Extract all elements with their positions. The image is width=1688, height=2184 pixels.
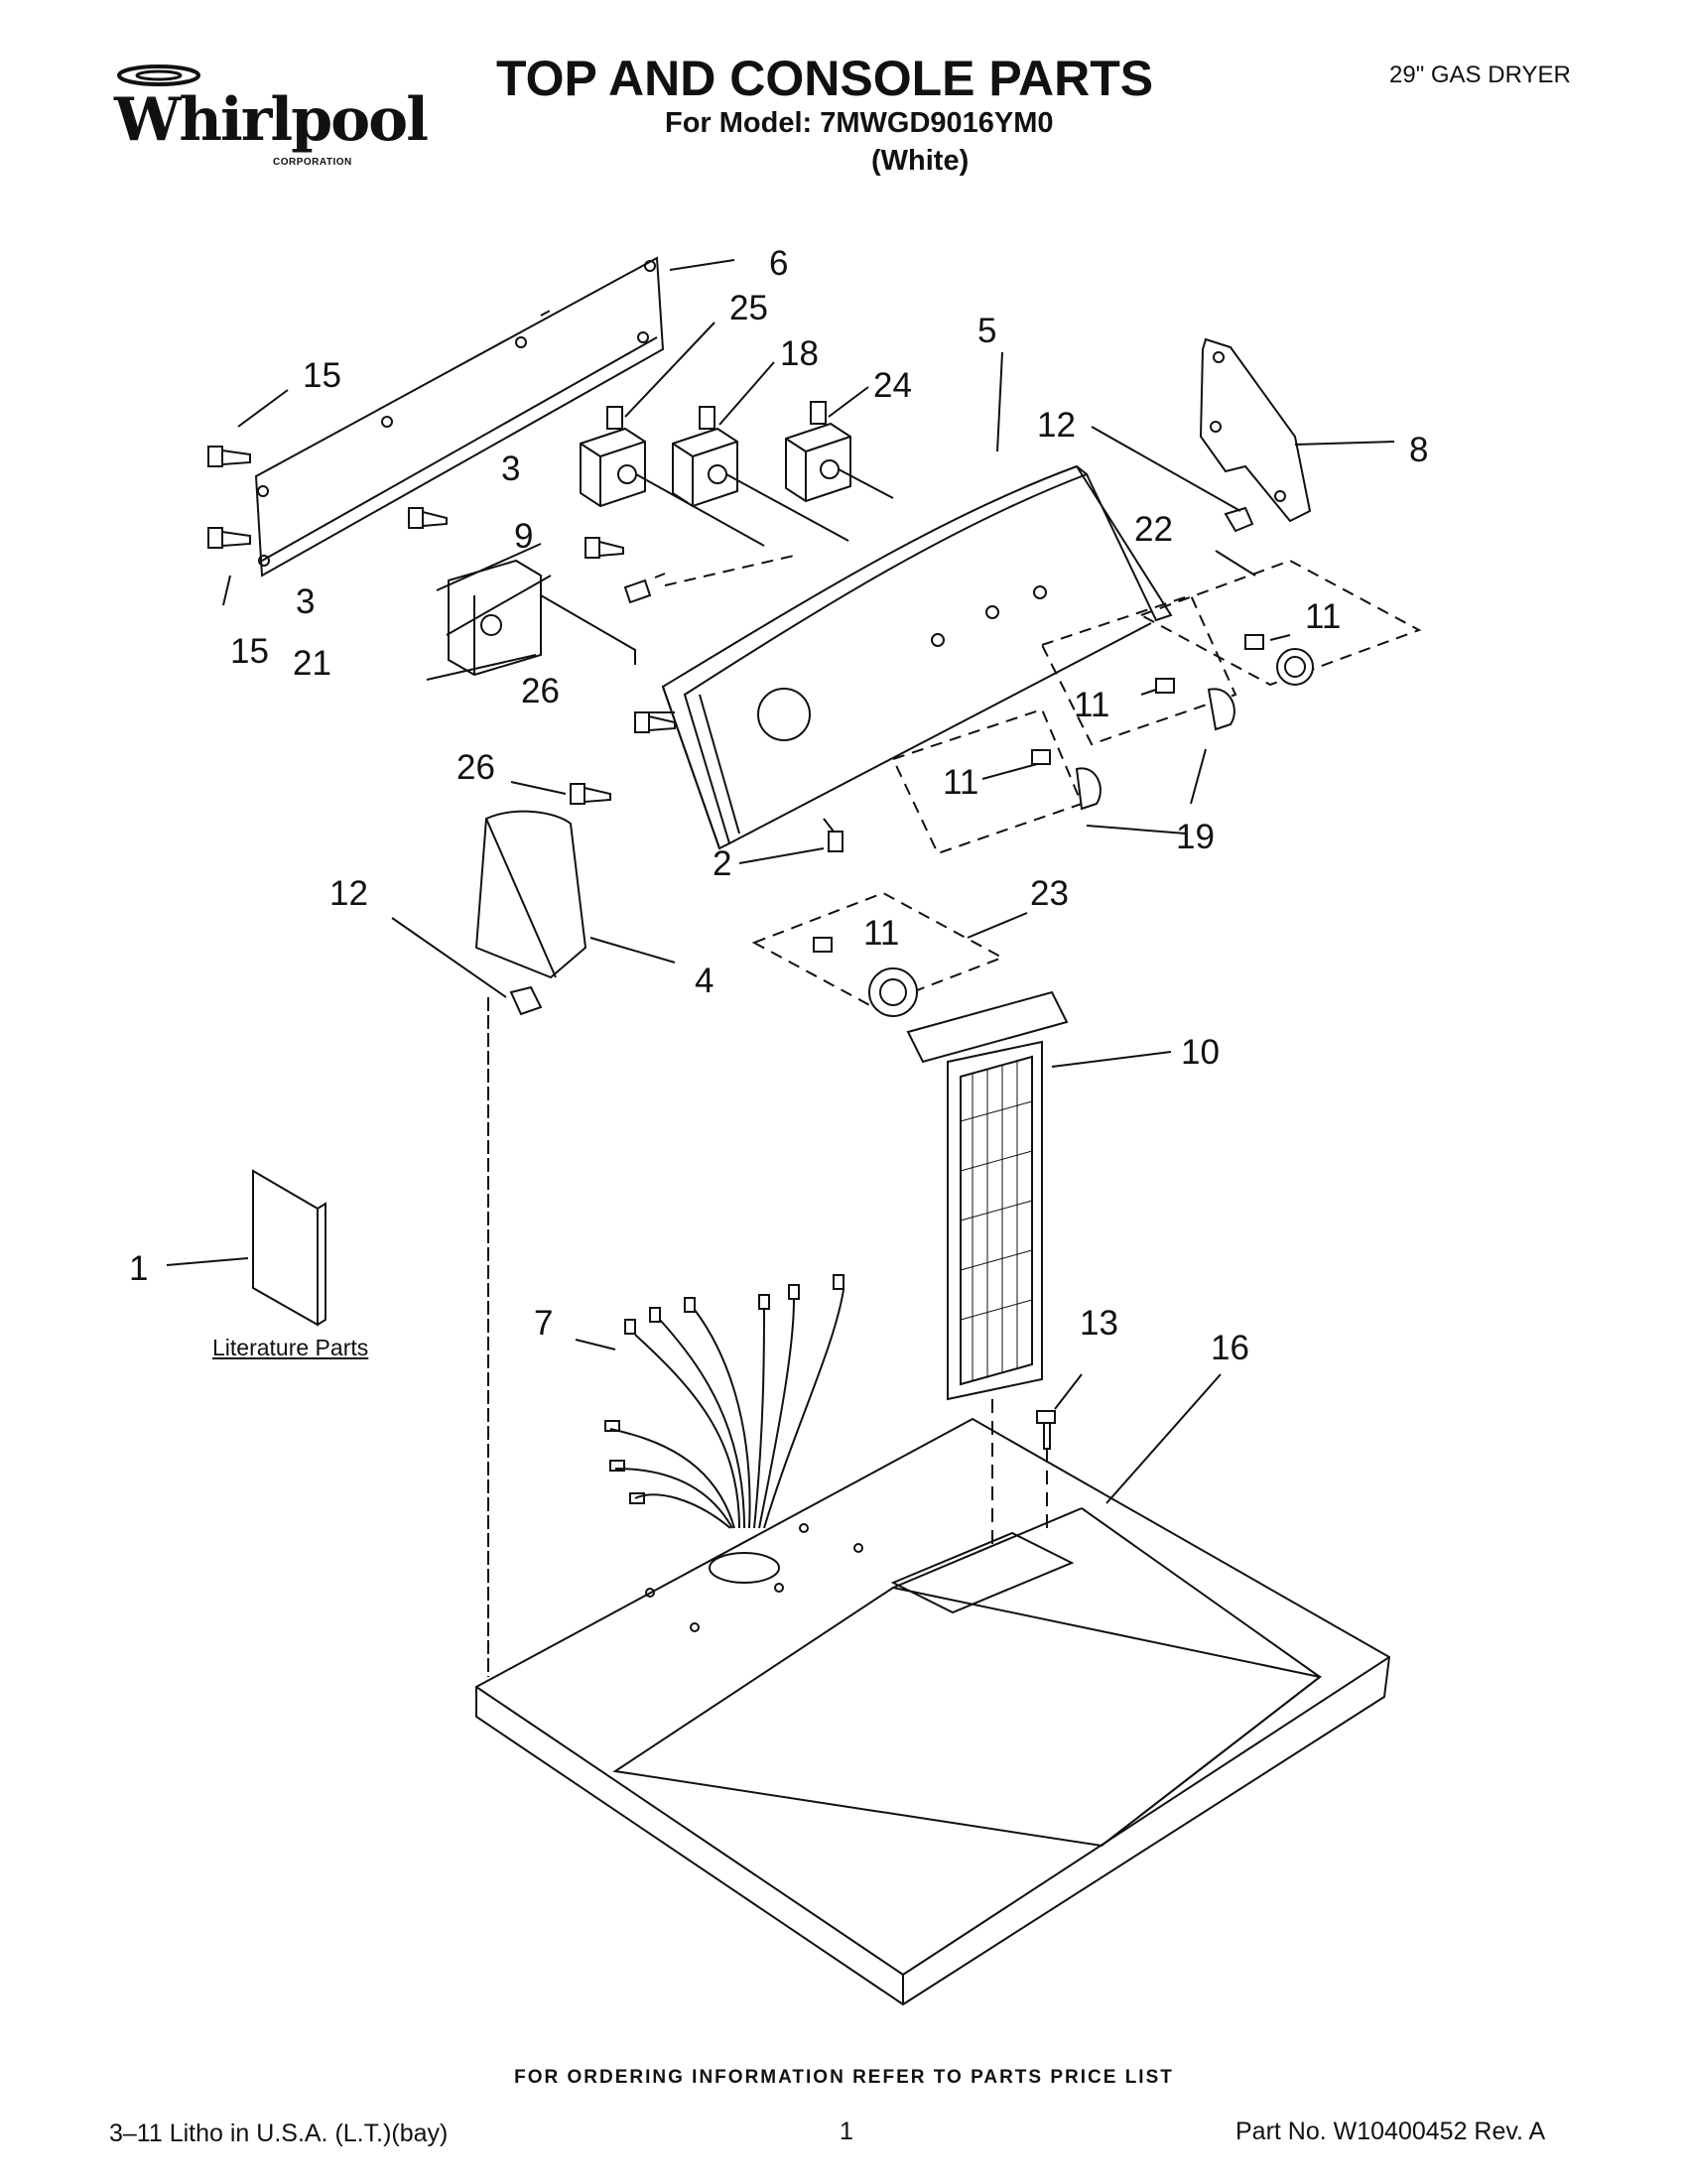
- callout-11b: 11: [1074, 686, 1109, 724]
- knob-insert-11d: [813, 937, 833, 953]
- callout-12a: 12: [1037, 406, 1076, 445]
- callout-13: 13: [1080, 1304, 1118, 1343]
- callout-18: 18: [780, 334, 819, 373]
- product-type: 29" GAS DRYER: [1389, 62, 1571, 88]
- callout-11d: 11: [863, 914, 899, 953]
- screw-part-13: [1036, 1410, 1056, 1450]
- clip-part-12a: [1224, 506, 1254, 533]
- screw-part-15a: [207, 446, 251, 467]
- callout-22: 22: [1134, 510, 1173, 549]
- callout-1: 1: [129, 1249, 148, 1288]
- part-9: [623, 573, 666, 604]
- ordering-note: FOR ORDERING INFORMATION REFER TO PARTS …: [514, 2067, 1174, 2088]
- callout-11c: 11: [943, 763, 978, 802]
- callout-4: 4: [695, 962, 714, 1000]
- callout-2: 2: [713, 844, 731, 883]
- callout-21: 21: [293, 644, 331, 683]
- callout-arrows: [166, 259, 1395, 1504]
- model-line: For Model: 7MWGD9016YM0: [665, 107, 1054, 139]
- callout-26a: 26: [521, 672, 560, 710]
- bracket-part-8: [1199, 337, 1312, 523]
- callout-23: 23: [1030, 874, 1069, 913]
- screw-part-15b: [207, 527, 251, 549]
- callout-24: 24: [873, 366, 912, 405]
- switch-part-18: [672, 406, 849, 542]
- callout-3a: 3: [501, 450, 520, 488]
- knob-insert-11b: [1155, 678, 1175, 694]
- lint-screen-part-10: [906, 990, 1069, 1401]
- logo-swirl-icon: [117, 64, 200, 86]
- screw-part-26a: [634, 711, 676, 733]
- callout-25: 25: [729, 289, 768, 327]
- callout-26b: 26: [456, 748, 495, 787]
- switch-part-25: [580, 406, 765, 547]
- brand-subtext: CORPORATION: [273, 157, 352, 168]
- clip-part-12b: [509, 985, 543, 1016]
- callout-9: 9: [514, 517, 533, 556]
- top-panel-part-16: [475, 1417, 1391, 2006]
- litho-info: 3–11 Litho in U.S.A. (L.T.)(bay): [109, 2120, 449, 2147]
- wire-harness-part-7: [604, 1274, 844, 1529]
- knob-19a: [1207, 688, 1235, 731]
- callout-11a: 11: [1305, 597, 1341, 636]
- callout-15b: 15: [230, 632, 269, 671]
- callout-7: 7: [534, 1304, 553, 1343]
- timer-part-21: [448, 559, 636, 677]
- callout-5: 5: [977, 312, 996, 350]
- knob-insert-11a: [1244, 634, 1264, 650]
- screw-part-3b: [584, 537, 624, 559]
- callout-8: 8: [1409, 431, 1428, 469]
- screw-part-2: [823, 818, 844, 852]
- color-line: (White): [871, 145, 970, 177]
- knob-23: [868, 967, 918, 1017]
- literature-part-1: [252, 1169, 326, 1327]
- screw-part-3a: [408, 507, 448, 529]
- page-title: TOP AND CONSOLE PARTS: [496, 51, 1154, 106]
- end-cap-part-4: [474, 810, 587, 979]
- callout-3b: 3: [296, 582, 315, 621]
- callout-labels: 6 25 5 18 24 15 3 12 8 9 22 3 11 15 21 2…: [129, 244, 1428, 1367]
- knob-19b: [1075, 767, 1102, 811]
- callout-16: 16: [1211, 1329, 1249, 1367]
- knob-22: [1276, 648, 1314, 686]
- callout-19: 19: [1176, 818, 1215, 856]
- callout-15a: 15: [303, 356, 341, 395]
- callout-12b: 12: [329, 874, 368, 913]
- knob-insert-11c: [1031, 749, 1051, 765]
- literature-parts-label: Literature Parts: [212, 1335, 369, 1360]
- switch-part-24: [785, 401, 894, 503]
- brand-wordmark: Whirlpool: [114, 85, 429, 155]
- page-number: 1: [840, 2118, 853, 2145]
- rear-bracket-part: [254, 256, 665, 578]
- callout-6: 6: [769, 244, 788, 283]
- console-panel-part-5: [661, 464, 1173, 850]
- callout-10: 10: [1181, 1033, 1220, 1072]
- brand-logo: Whirlpool CORPORATION: [114, 58, 429, 177]
- screw-part-26b: [570, 783, 611, 805]
- part-number: Part No. W10400452 Rev. A: [1235, 2118, 1546, 2145]
